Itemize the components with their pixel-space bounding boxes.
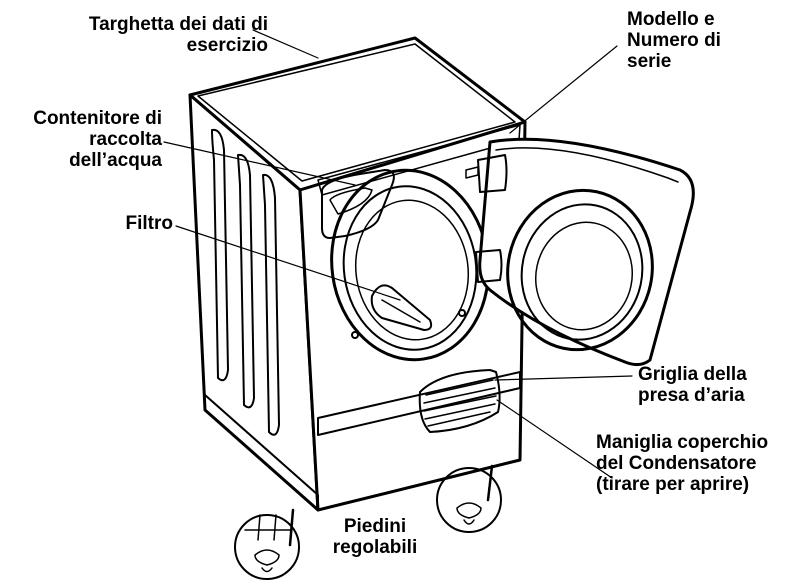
water-container-drawer bbox=[321, 169, 395, 239]
open-door bbox=[478, 137, 695, 367]
label-condenser-cover-handle: Maniglia coperchio del Condensatore (tir… bbox=[596, 432, 769, 495]
foot-detail-right bbox=[436, 467, 502, 533]
label-air-intake-grille: Griglia della presa d’aria bbox=[638, 364, 747, 406]
label-water-container: Contenitore di raccolta dell’acqua bbox=[33, 108, 162, 171]
leader-lines bbox=[163, 29, 633, 479]
label-model-serial: Modello e Numero di serie bbox=[627, 9, 721, 72]
foot-detail-left bbox=[234, 514, 300, 580]
label-rating-plate: Targhetta dei dati di esercizio bbox=[88, 14, 268, 56]
door-glass bbox=[506, 188, 654, 352]
label-filter: Filtro bbox=[125, 213, 174, 234]
label-adjustable-feet: Piedini regolabili bbox=[332, 516, 418, 558]
filter-part bbox=[370, 284, 433, 331]
air-intake-grille bbox=[418, 369, 501, 433]
